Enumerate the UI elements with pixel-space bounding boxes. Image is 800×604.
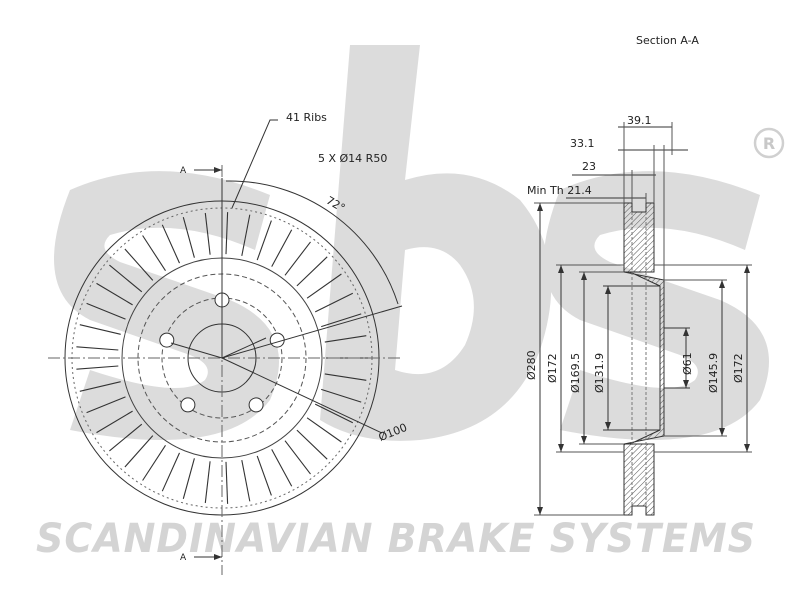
cooling-rib — [142, 445, 166, 481]
cooling-rib — [142, 235, 166, 271]
brand-text: SCANDINAVIAN BRAKE SYSTEMS — [36, 516, 756, 562]
cooling-rib — [86, 302, 126, 320]
dia-172-right-label: Ø172 — [732, 353, 745, 383]
cooling-rib — [271, 229, 293, 267]
cooling-rib — [124, 248, 154, 281]
cooling-rib — [241, 459, 251, 502]
cooling-rib — [314, 403, 354, 424]
ribs-leader — [231, 119, 278, 209]
watermark-letter-s2 — [544, 171, 769, 441]
section-marker-top: A — [180, 166, 187, 176]
cooling-rib — [109, 423, 143, 452]
cooling-rib — [225, 212, 229, 255]
section-view — [534, 122, 752, 516]
cooling-rib — [76, 365, 119, 370]
pcd-leader — [221, 357, 383, 434]
cooling-rib — [79, 381, 121, 392]
cooling-rib — [109, 264, 143, 293]
cooling-rib — [96, 410, 133, 434]
section-marker-top-arrow — [214, 167, 222, 173]
dia-61-label: Ø61 — [681, 352, 694, 375]
dia-280-label: Ø280 — [525, 350, 538, 380]
cooling-rib — [225, 461, 229, 504]
angle-leg-2 — [221, 305, 403, 359]
bolt-hole — [248, 397, 264, 413]
cooling-rib — [296, 256, 328, 287]
dia-131-9-label: Ø131.9 — [593, 353, 606, 393]
cooling-rib — [321, 388, 362, 403]
watermark-letter-b — [320, 45, 552, 441]
cooling-rib — [76, 346, 119, 351]
cooling-rib — [306, 417, 342, 443]
bolt-radius-line — [221, 337, 267, 359]
bolt-hole — [269, 332, 285, 348]
cooling-rib — [204, 461, 211, 504]
cooling-rib — [306, 273, 342, 299]
cooling-rib — [161, 224, 181, 264]
cooling-rib — [256, 220, 272, 261]
front-view — [48, 119, 403, 575]
cooling-rib — [284, 440, 311, 475]
registered-mark-letter: R — [763, 134, 775, 153]
cooling-rib — [96, 282, 133, 306]
dimension-arrowheads — [537, 203, 750, 515]
cooling-rib — [324, 335, 367, 343]
cooling-rib — [79, 324, 121, 335]
cooling-rib — [124, 435, 154, 468]
ribs-label: 41 Ribs — [286, 111, 327, 124]
angle-arc — [225, 180, 399, 305]
bolt-pattern-label: 5 X Ø14 R50 — [318, 152, 387, 165]
cooling-rib — [296, 429, 328, 460]
bolt-hole — [180, 397, 196, 413]
section-marker-bottom: A — [180, 553, 187, 563]
dia-172-left-label: Ø172 — [546, 353, 559, 383]
bolt-hole — [159, 332, 175, 348]
section-title: Section A-A — [636, 34, 699, 47]
cooling-ribs — [76, 212, 368, 504]
cooling-rib — [256, 455, 272, 496]
dia-169-5-label: Ø169.5 — [569, 353, 582, 393]
cooling-rib — [271, 449, 293, 487]
dim-33-1-label: 33.1 — [570, 137, 595, 150]
watermark-letter-s — [54, 171, 279, 441]
section-friction-ring-bottom — [623, 443, 655, 516]
cooling-rib — [161, 452, 181, 492]
cooling-rib — [182, 217, 195, 258]
cooling-rib — [284, 241, 311, 276]
section-marker-bottom-arrow — [214, 554, 222, 560]
section-hat — [623, 271, 665, 445]
bolt-holes — [159, 292, 285, 413]
cooling-rib — [321, 313, 362, 328]
min-thickness-label: Min Th 21.4 — [527, 184, 592, 197]
registered-mark: R — [753, 127, 785, 159]
bolt-radius-line-2 — [170, 342, 223, 359]
cooling-rib — [241, 214, 251, 257]
section-friction-ring-top — [623, 202, 655, 273]
dim-23-label: 23 — [582, 160, 596, 173]
cooling-rib — [314, 292, 354, 313]
cooling-rib — [86, 396, 126, 414]
dia-145-9-label: Ø145.9 — [707, 353, 720, 393]
cooling-rib — [324, 373, 367, 381]
cooling-rib — [182, 458, 195, 499]
dim-39-1-label: 39.1 — [627, 114, 652, 127]
cooling-rib — [204, 212, 211, 255]
